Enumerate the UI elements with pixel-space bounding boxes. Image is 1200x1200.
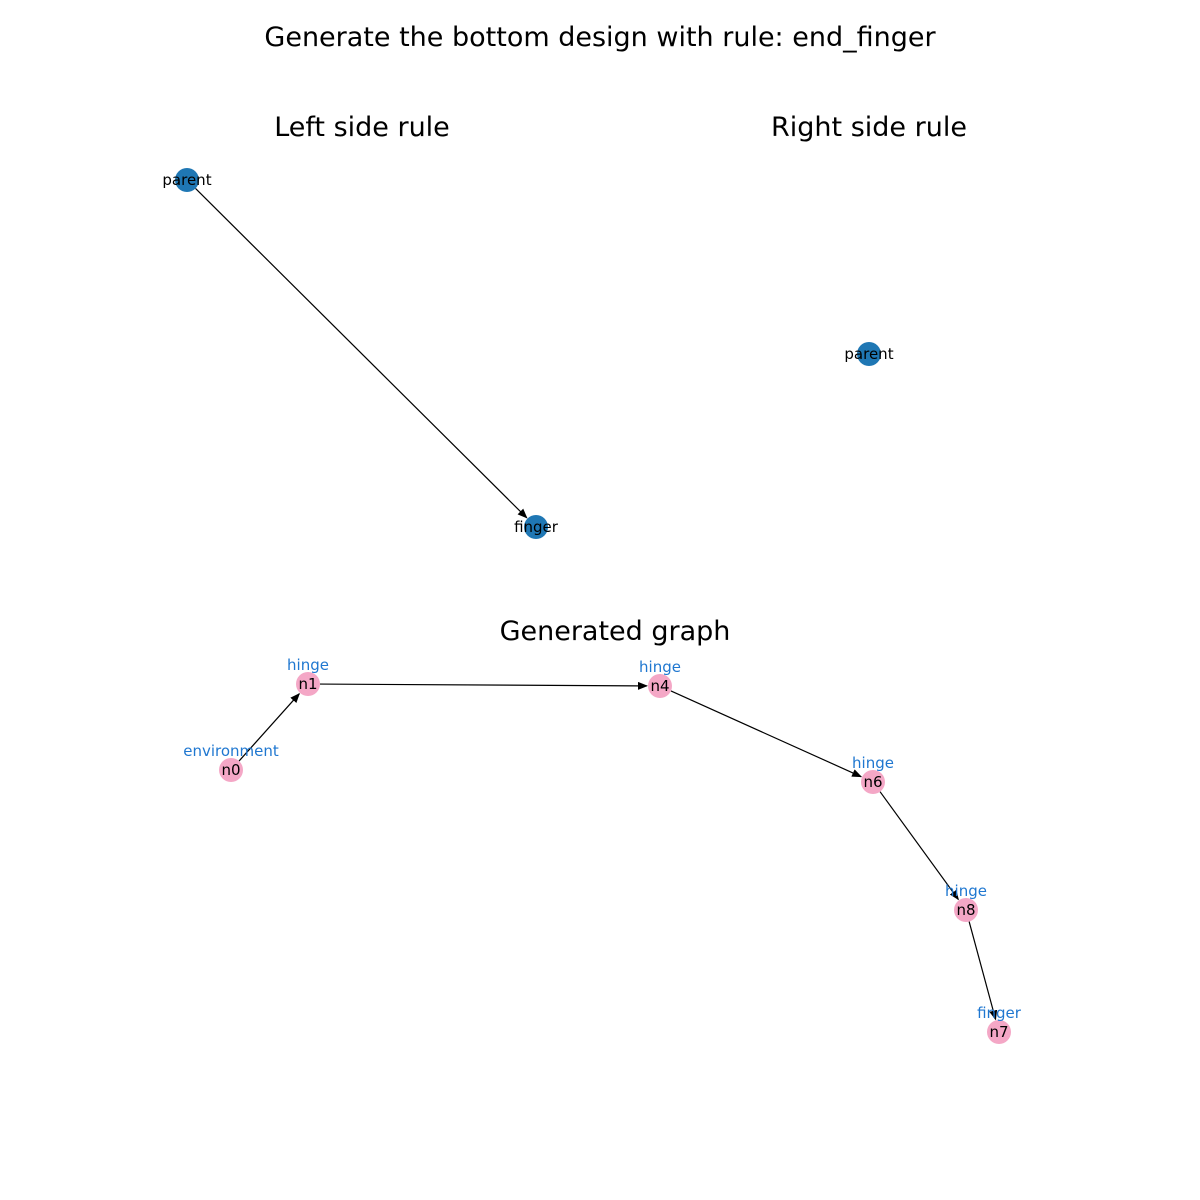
node-circle [861, 770, 885, 794]
node-circle [648, 674, 672, 698]
right-panel-nodes: parent [844, 342, 894, 366]
left-panel-title: Left side rule [274, 112, 450, 143]
generated-graph-edges [238, 681, 998, 1021]
right-panel-title: Right side rule [771, 112, 967, 143]
node-type-label: hinge [639, 658, 681, 676]
node-finger: finger [514, 515, 559, 539]
generated-graph-title: Generated graph [500, 616, 731, 647]
generated-graph-nodes: n0environmentn1hingen4hingen6hingen8hing… [183, 656, 1022, 1044]
left-panel-nodes: parent finger [162, 168, 559, 539]
node-label: n7 [989, 1023, 1008, 1041]
left-side-rule-panel: Left side rule parent finger [162, 112, 559, 539]
edge-n8-to-n7 [968, 921, 998, 1021]
node-label: n0 [221, 761, 240, 779]
right-side-rule-panel: Right side rule parent [771, 112, 967, 366]
node-label: n1 [298, 675, 317, 693]
edge-n0-to-n1 [238, 692, 300, 762]
edge-n1-to-n4 [319, 681, 649, 690]
node-circle [175, 168, 199, 192]
node-type-label: hinge [945, 882, 987, 900]
left-panel-edges [195, 188, 528, 519]
main-title: Generate the bottom design with rule: en… [264, 22, 936, 53]
node-circle [857, 342, 881, 366]
node-parent: parent [844, 342, 894, 366]
node-parent: parent [162, 168, 212, 192]
node-circle [987, 1020, 1011, 1044]
node-circle [296, 672, 320, 696]
node-type-label: finger [977, 1004, 1022, 1022]
node-circle [524, 515, 548, 539]
node-label: parent [162, 171, 211, 189]
node-type-label: hinge [852, 754, 894, 772]
node-label: finger [514, 518, 559, 536]
node-type-label: hinge [287, 656, 329, 674]
edge-parent-to-finger [195, 188, 528, 519]
node-label: parent [844, 345, 893, 363]
node-label: n8 [956, 901, 975, 919]
node-circle [954, 898, 978, 922]
node-type-label: environment [183, 742, 279, 760]
node-label: n6 [863, 773, 882, 791]
edge-n4-to-n6 [670, 690, 863, 778]
node-label: n4 [650, 677, 669, 695]
edge-n6-to-n8 [879, 791, 959, 901]
generated-graph-panel: Generated graph n0environmentn1hingen4hi… [183, 616, 1022, 1044]
node-circle [219, 758, 243, 782]
